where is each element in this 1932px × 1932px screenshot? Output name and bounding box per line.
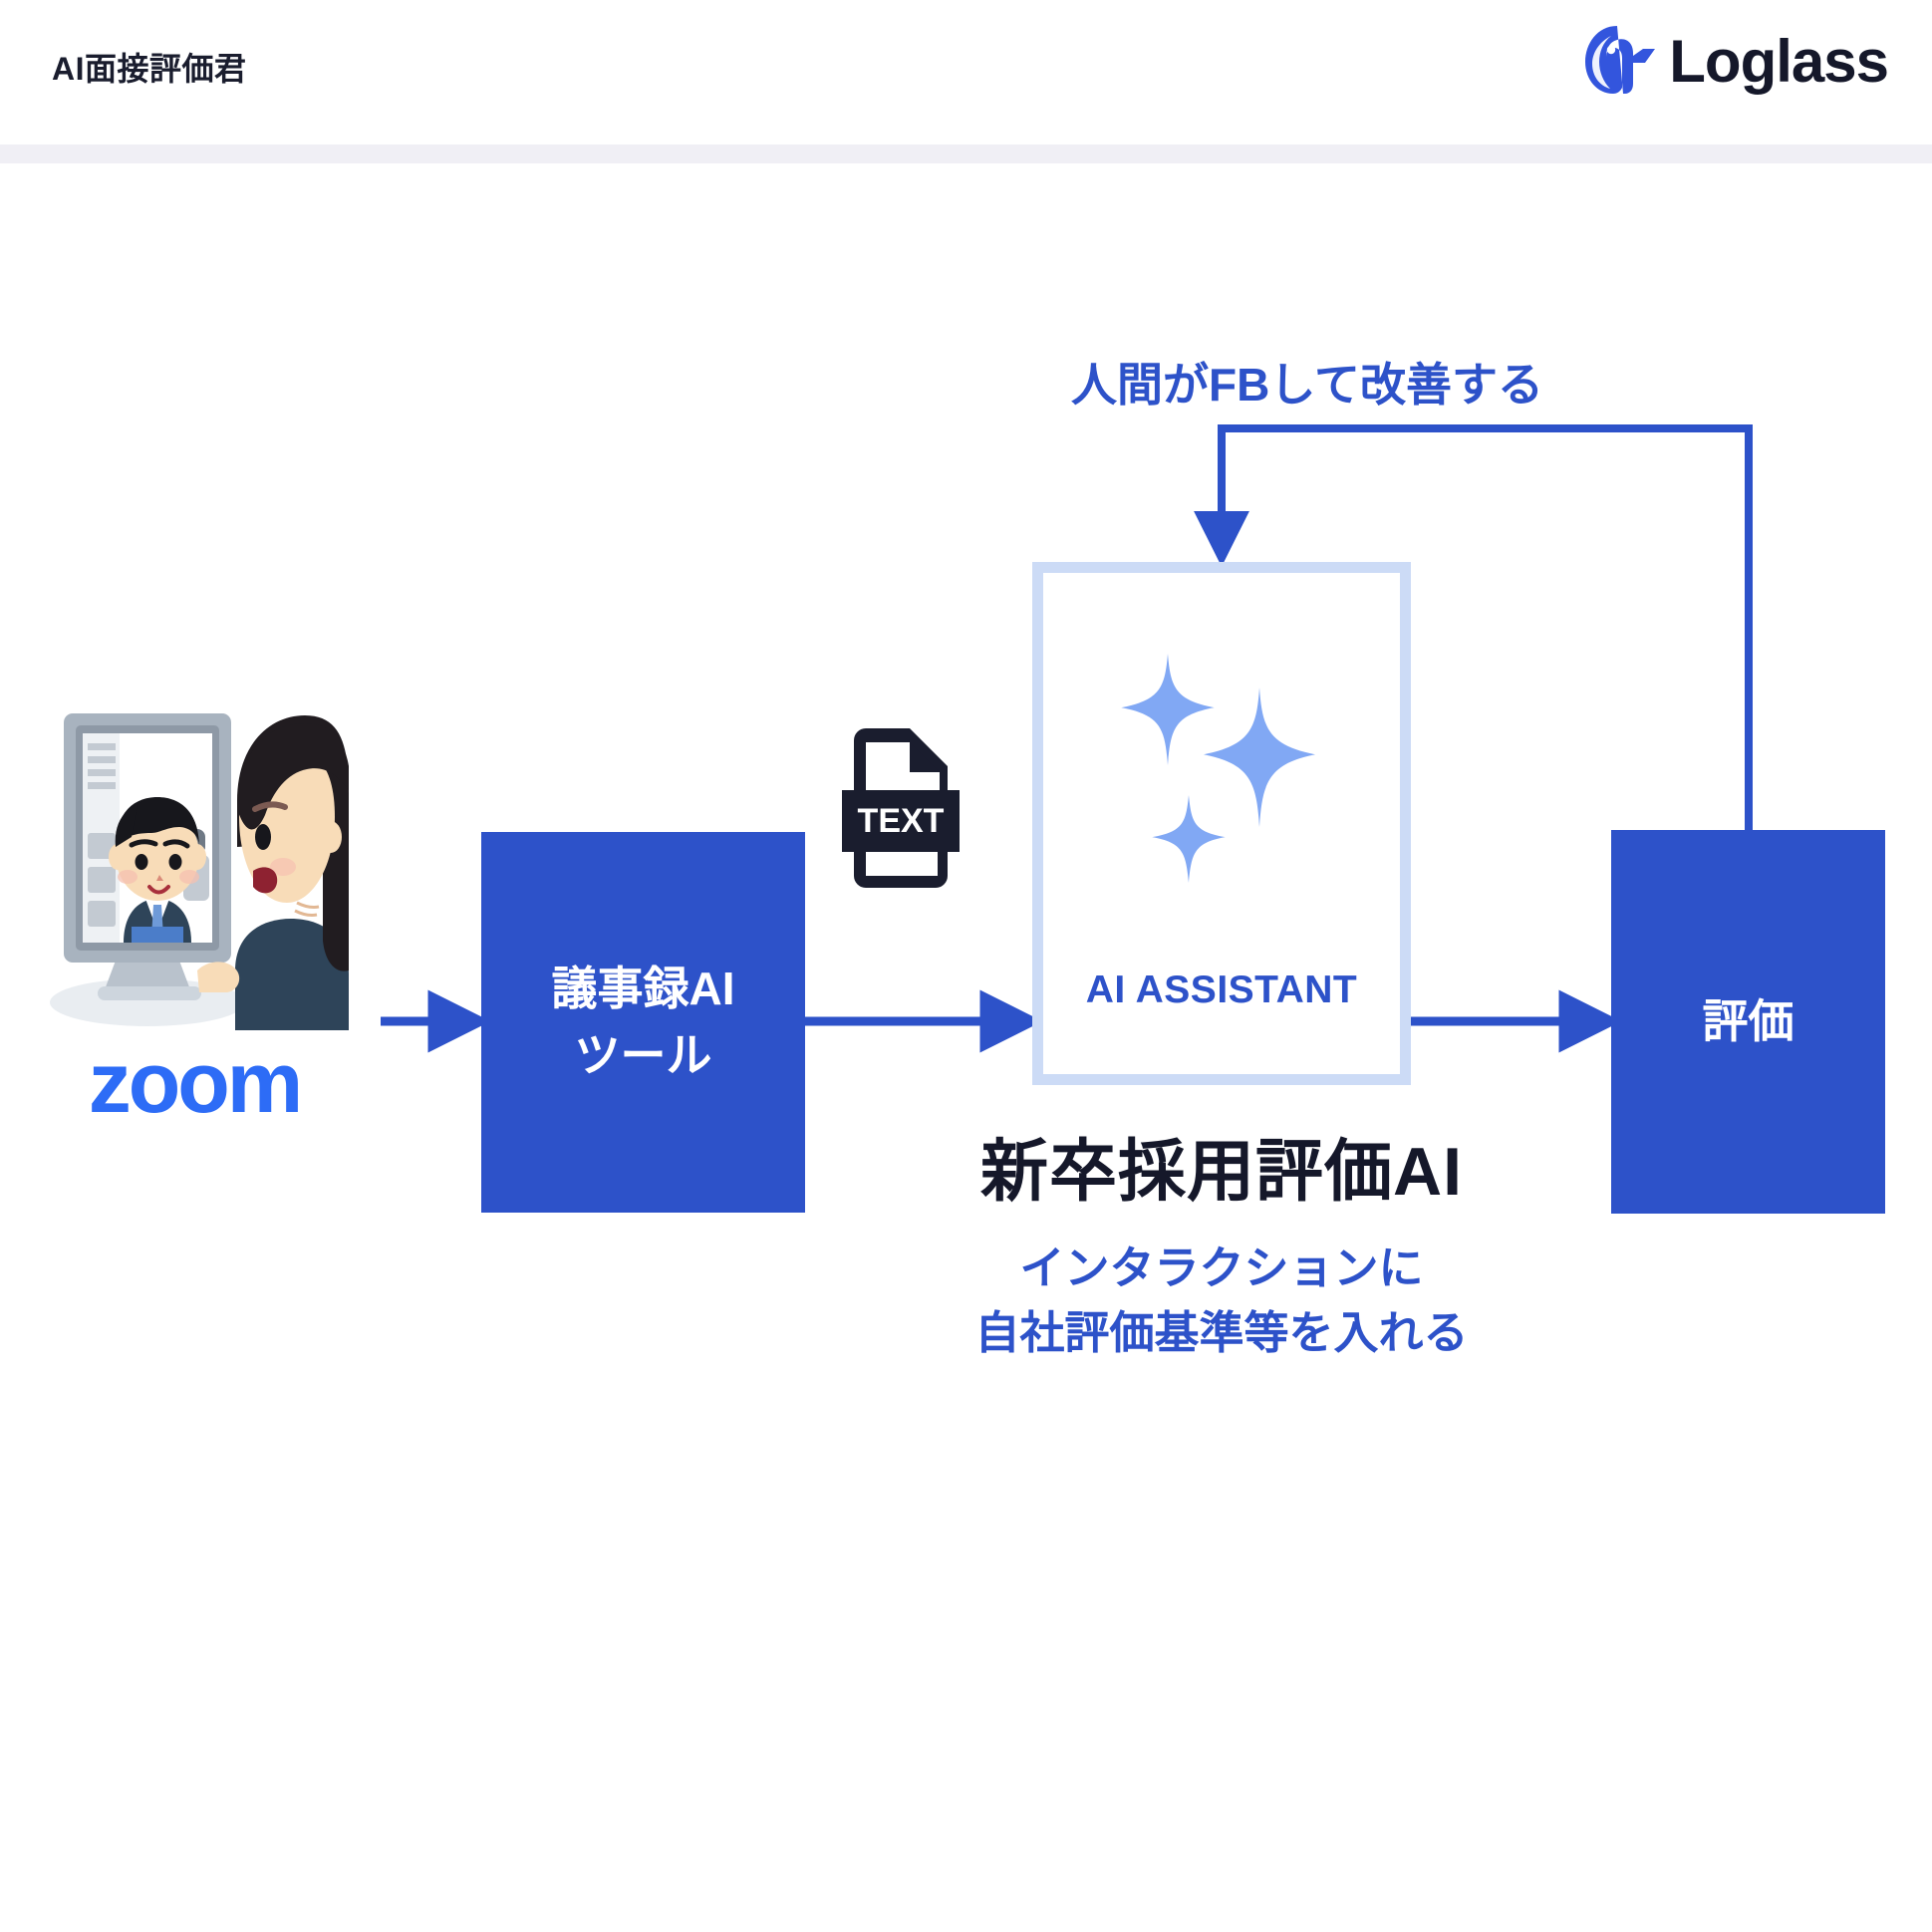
node-minutes-ai[interactable]: 議事録AI ツール	[481, 832, 805, 1213]
brand-name: Loglass	[1669, 28, 1889, 95]
text-file-icon: TEXT	[842, 728, 960, 888]
whale-logo-icon	[1581, 22, 1659, 103]
node-minutes-ai-line2: ツール	[574, 1029, 712, 1081]
feedback-loop-label: 人間がFBして改善する	[1071, 359, 1543, 411]
diagram-canvas: 人間がFBして改善する	[0, 163, 1932, 1932]
node-ai-assistant[interactable]: AI ASSISTANT	[1032, 562, 1411, 1085]
sparkles-icon	[1092, 653, 1351, 923]
node-evaluation[interactable]: 評価	[1611, 830, 1885, 1214]
ai-caption-title: 新卒採用評価AI	[979, 1134, 1463, 1210]
node-ai-assistant-label: AI ASSISTANT	[1085, 967, 1358, 1011]
ai-caption-block: 新卒採用評価AI インタラクションに 自社評価基準等を入れる	[873, 1132, 1570, 1365]
ai-caption-subtitle-line1: インタラクションに	[1019, 1242, 1424, 1293]
zoom-wordmark: zoom	[88, 1035, 304, 1131]
sparkle-icon-1	[1121, 653, 1215, 765]
page-title: AI面接評価君	[52, 51, 247, 87]
node-evaluation-label: 評価	[1702, 995, 1794, 1048]
header-divider	[0, 144, 1932, 163]
video-interview-illustration	[50, 713, 349, 1030]
brand-logo: Loglass	[1581, 22, 1889, 103]
ai-caption-subtitle: インタラクションに 自社評価基準等を入れる	[873, 1236, 1570, 1366]
node-minutes-ai-line1: 議事録AI	[551, 963, 735, 1015]
ai-caption-subtitle-line2: 自社評価基準等を入れる	[974, 1306, 1469, 1358]
sparkle-icon-3	[1152, 794, 1226, 883]
zoom-source-block: zoom	[40, 642, 349, 1200]
sparkle-icon-2	[1204, 687, 1315, 827]
text-file-label: TEXT	[858, 802, 945, 840]
app-header: AI面接評価君 Loglass	[0, 0, 1932, 144]
